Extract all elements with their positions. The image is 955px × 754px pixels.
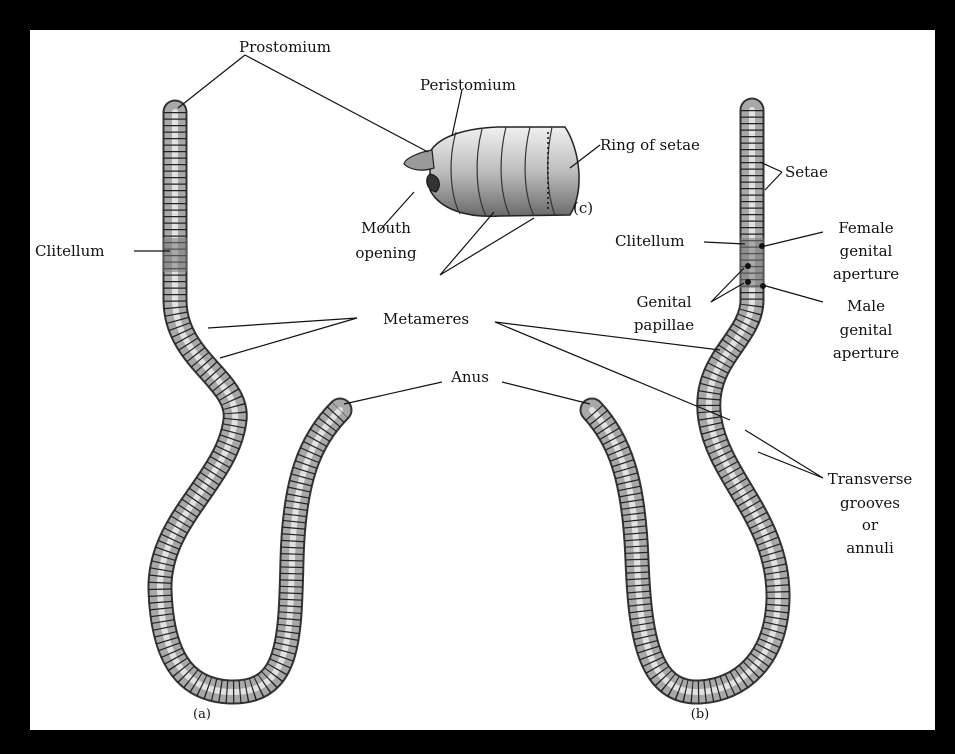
label-female-2: genital: [840, 242, 893, 260]
label-setae: Setae: [785, 163, 828, 181]
head-body: [430, 127, 579, 216]
label-transverse-4: annuli: [846, 539, 894, 557]
label-fig-b: (b): [691, 707, 709, 722]
label-metameres: Metameres: [383, 310, 469, 328]
label-male-1: Male: [847, 297, 885, 315]
worm-a-outline: [160, 112, 340, 692]
label-female-1: Female: [838, 219, 893, 237]
label-prostomium: Prostomium: [239, 38, 331, 56]
prostomium-tip: [404, 150, 434, 170]
head-detail-c: [404, 127, 579, 216]
label-female-3: aperture: [833, 265, 899, 283]
genital-papillae-dot-2: [745, 279, 751, 285]
male-aperture-dot: [760, 283, 766, 289]
label-genital-papillae-2: papillae: [634, 316, 694, 334]
label-mouth-opening-2: opening: [355, 244, 417, 262]
genital-papillae-dot-1: [745, 263, 751, 269]
label-clitellum-b: Clitellum: [615, 232, 684, 250]
label-clitellum-a: Clitellum: [35, 242, 104, 260]
label-peristomium: Peristomium: [420, 76, 516, 94]
label-fig-a: (a): [193, 707, 211, 722]
label-transverse-2: grooves: [840, 494, 900, 512]
label-mouth-opening-1: Mouth: [361, 219, 411, 237]
label-anus: Anus: [450, 368, 489, 386]
worm-a: [160, 112, 340, 692]
label-genital-papillae-1: Genital: [636, 293, 691, 311]
label-male-2: genital: [840, 321, 893, 339]
label-fig-c: (c): [573, 199, 593, 217]
label-transverse-1: Transverse: [828, 470, 913, 488]
label-transverse-3: or: [862, 516, 879, 534]
female-aperture-dot: [759, 243, 765, 249]
label-male-3: aperture: [833, 344, 899, 362]
clitellum-band-a: [163, 238, 187, 272]
label-ring-of-setae: Ring of setae: [600, 136, 700, 154]
